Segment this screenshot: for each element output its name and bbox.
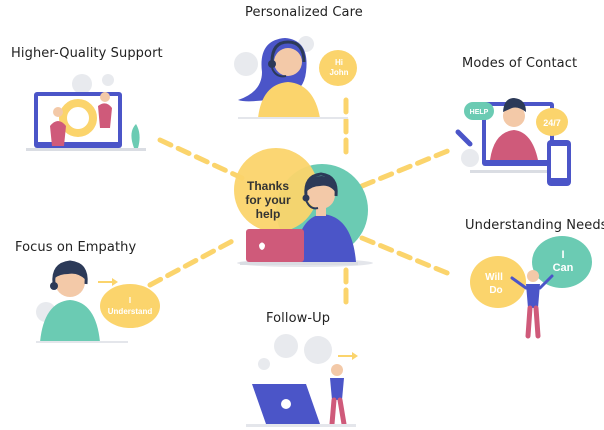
node-understanding-needs: Will Do I Can (470, 236, 592, 339)
center-bubble-line-3: help (256, 207, 281, 221)
care-bubble-line-1: Hi (335, 58, 343, 67)
title-focus-on-empathy: Focus on Empathy (15, 240, 137, 255)
needs-will-line-1: Will (485, 272, 503, 283)
center-headset-mic (305, 199, 319, 210)
follow-up-ground (246, 424, 356, 427)
follow-up-person-body (330, 378, 344, 400)
node-higher-quality-support (26, 74, 146, 151)
center-yellow-bubble (234, 148, 318, 232)
needs-can-line-1: I (561, 249, 564, 261)
center-agent-body (295, 214, 356, 262)
node-personalized-care: Hi John (234, 36, 357, 119)
node-focus-on-empathy: I Understand (36, 260, 160, 343)
title-higher-quality-support: Higher-Quality Support (11, 46, 163, 61)
node-modes-of-contact: HELP 24/7 (455, 98, 571, 186)
contact-247-text: 24/7 (543, 118, 561, 128)
care-headset-mic (271, 67, 287, 78)
care-headset-ear (268, 60, 276, 68)
empathy-ground (36, 341, 128, 343)
empathy-bubble-line-2: Understand (108, 307, 153, 316)
needs-person-body (526, 284, 540, 308)
gear-icon (258, 334, 332, 370)
gear-icon (461, 149, 479, 167)
node-follow-up (246, 334, 358, 427)
center-desk (240, 262, 358, 265)
center-agent-hair (306, 176, 337, 193)
follow-up-person-legs (329, 397, 347, 427)
care-ground (238, 117, 348, 119)
empathy-headset (52, 260, 88, 285)
support-desk (26, 148, 146, 151)
support-plant (131, 124, 140, 148)
title-personalized-care: Personalized Care (245, 5, 363, 20)
follow-up-laptop-logo (281, 399, 291, 409)
contact-247-bubble (536, 108, 568, 136)
empathy-headset-ear (50, 282, 58, 290)
empathy-agent-hair (55, 262, 87, 280)
needs-person-legs (525, 305, 541, 339)
center-bubble-line-2: for your (245, 193, 291, 207)
needs-will-line-2: Do (489, 285, 502, 296)
connector-modes-of-contact (359, 147, 453, 189)
support-person-left (50, 121, 66, 146)
connector-focus-on-empathy (147, 235, 241, 288)
support-person-left-head (53, 107, 63, 117)
follow-up-person-head (331, 364, 343, 376)
contact-agent-head (503, 105, 525, 127)
needs-person-head (527, 270, 539, 282)
connector-understanding-needs (359, 235, 455, 278)
title-modes-of-contact: Modes of Contact (462, 56, 578, 71)
connectors (147, 97, 455, 313)
follow-up-arrow-head (352, 352, 358, 360)
support-person-right (98, 103, 112, 128)
care-bubble-line-2: John (329, 68, 348, 77)
needs-person-arms (510, 274, 554, 290)
support-person-right-head (100, 92, 110, 102)
empathy-agent-body (40, 300, 100, 342)
care-agent-body (258, 82, 320, 118)
needs-can-bubble (532, 236, 592, 288)
center-headset (304, 172, 338, 197)
empathy-bubble-line-1: I (129, 296, 131, 305)
connector-higher-quality-support (157, 137, 245, 181)
needs-will-bubble (470, 256, 526, 308)
care-headset (270, 40, 306, 63)
empathy-arrow-head (112, 278, 118, 286)
care-bubble (319, 50, 357, 86)
title-understanding-needs: Understanding Needs (465, 218, 604, 233)
empathy-bubble (100, 284, 160, 328)
center-headset-ear (302, 194, 310, 202)
center-agent-head (307, 181, 335, 209)
center-node: Thanks for your help (234, 148, 373, 267)
center-laptop (246, 229, 304, 262)
contact-desk (470, 170, 560, 173)
care-agent-head (274, 48, 302, 76)
contact-help-bubble (464, 102, 494, 120)
contact-agent-body (490, 130, 538, 160)
needs-can-line-2: Can (553, 262, 574, 274)
gear-icon (72, 74, 114, 94)
wrench-icon (455, 129, 473, 147)
center-bubble-line-1: Thanks (247, 179, 289, 193)
center-laptop-logo (259, 242, 265, 250)
title-follow-up: Follow-Up (266, 311, 331, 326)
phone-screen (551, 146, 567, 178)
contact-help-text: HELP (470, 109, 489, 116)
contact-agent-hair (503, 98, 526, 112)
support-lifebuoy-icon (59, 99, 97, 137)
